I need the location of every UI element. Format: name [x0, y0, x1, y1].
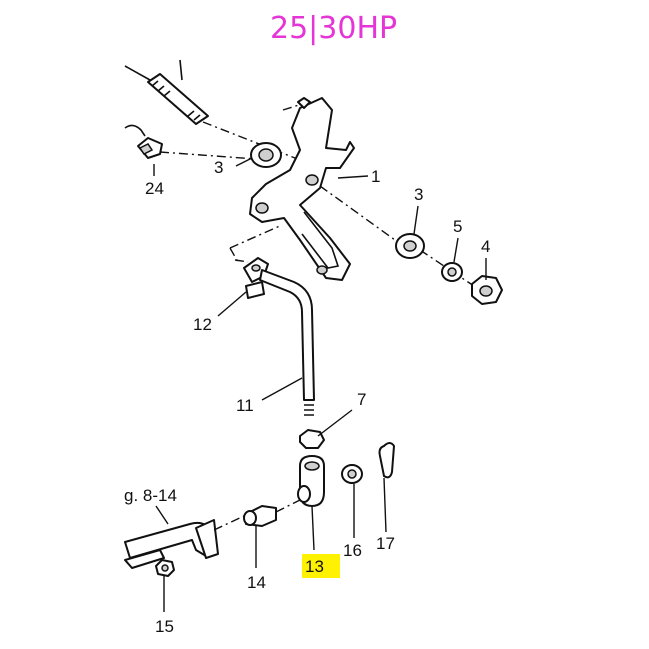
label-15: 15 — [155, 617, 174, 636]
washer-part-3-right — [395, 233, 425, 259]
washer-part-3-left — [250, 142, 282, 168]
centerlines — [159, 103, 481, 291]
label-16: 16 — [343, 541, 362, 560]
label-4: 4 — [481, 237, 490, 256]
reference-label: g. 8-14 — [124, 486, 177, 505]
nut-part-15 — [155, 559, 175, 577]
upper-rod — [124, 59, 209, 125]
diagram-title: 25|30HP — [270, 11, 397, 46]
bracket-part-1 — [249, 97, 355, 281]
washer-part-5 — [441, 262, 463, 282]
leader-lines — [153, 157, 487, 612]
label-3b: 3 — [414, 185, 423, 204]
nut-part-4 — [471, 275, 503, 305]
label-14: 14 — [247, 573, 266, 592]
nut-part-7 — [299, 429, 325, 449]
label-12: 12 — [193, 315, 212, 334]
washer-part-16 — [341, 464, 363, 484]
label-7: 7 — [357, 390, 366, 409]
label-24: 24 — [145, 179, 164, 198]
label-17: 17 — [376, 534, 395, 553]
joint-part-13 — [297, 455, 325, 507]
label-5: 5 — [453, 217, 462, 236]
label-1: 1 — [371, 167, 380, 186]
label-13: 13 — [305, 557, 324, 576]
rod-part-11 — [259, 269, 315, 416]
label-3a: 3 — [214, 158, 223, 177]
lower-link-arm — [124, 515, 245, 569]
clip-part-17 — [378, 442, 396, 479]
label-11: 11 — [236, 396, 254, 415]
link-part-14 — [243, 499, 301, 527]
highlight-box — [302, 554, 340, 578]
clip-part-24 — [124, 124, 163, 159]
